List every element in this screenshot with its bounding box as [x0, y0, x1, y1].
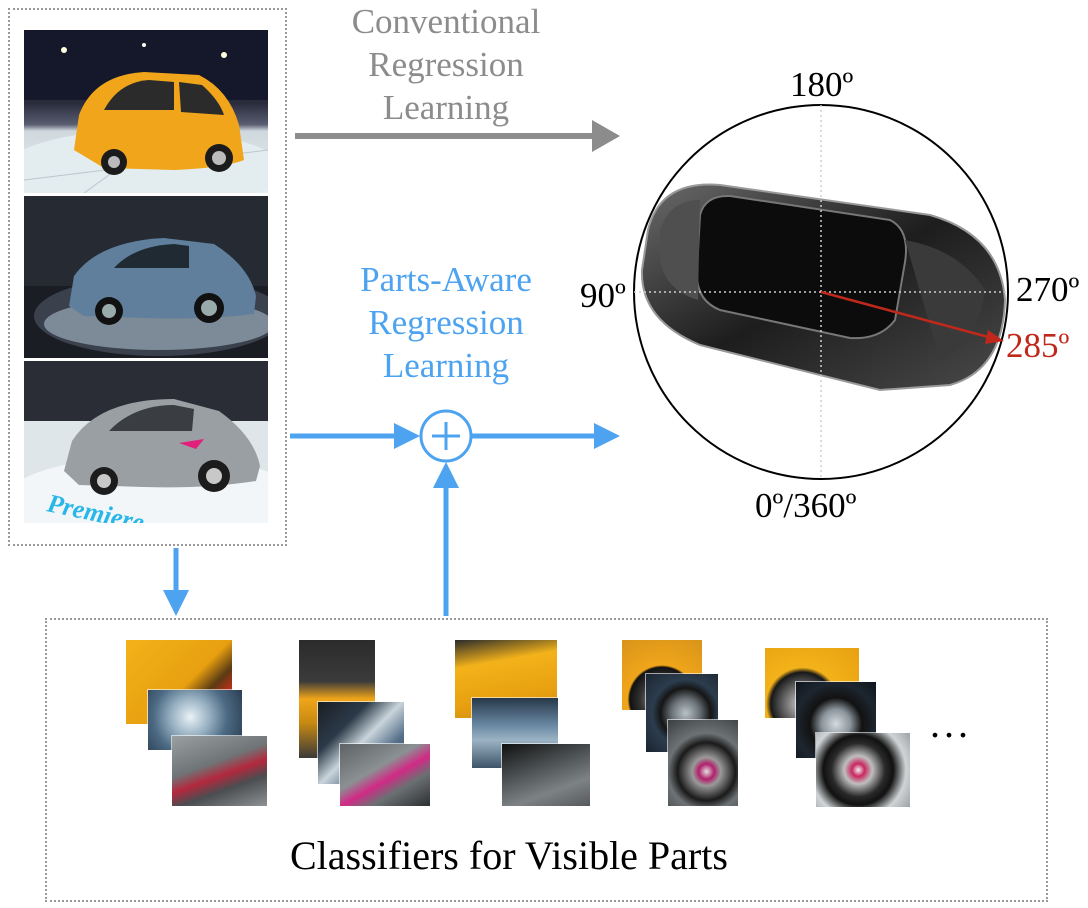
silver-rear-wheel-patch — [816, 733, 910, 807]
classifiers-caption: Classifiers for Visible Parts — [290, 833, 728, 878]
conventional-regression-label: Conventional Regression Learning — [351, 2, 541, 127]
orientation-circle — [633, 104, 1009, 480]
prediction-arrow — [820, 290, 993, 340]
silver-door-patch — [502, 744, 590, 806]
conventional-arrowhead — [592, 120, 620, 152]
part-classifiers-box — [45, 618, 1048, 902]
more-parts-ellipsis: ... — [930, 701, 972, 746]
silver-taillight-patch — [172, 736, 267, 806]
top-view-car — [640, 183, 1007, 392]
parts-aware-regression-label: Parts-Aware Regression Learning — [360, 260, 532, 385]
blue-hatchback-photo — [24, 196, 268, 358]
angle-label-270: 270º — [1016, 270, 1080, 309]
predicted-angle-label: 285º — [1006, 326, 1070, 365]
angle-label-0-360: 0º/360º — [755, 486, 857, 525]
yellow-hatchback-photo — [24, 30, 268, 193]
angle-label-90: 90º — [580, 276, 626, 315]
silver-mirror-patch — [340, 744, 430, 806]
silver-front-wheel-patch — [668, 720, 738, 806]
input-images-box — [8, 8, 287, 546]
silver-concept-car-photo: Premiere — [24, 361, 268, 523]
angle-label-180: 180º — [790, 65, 854, 104]
